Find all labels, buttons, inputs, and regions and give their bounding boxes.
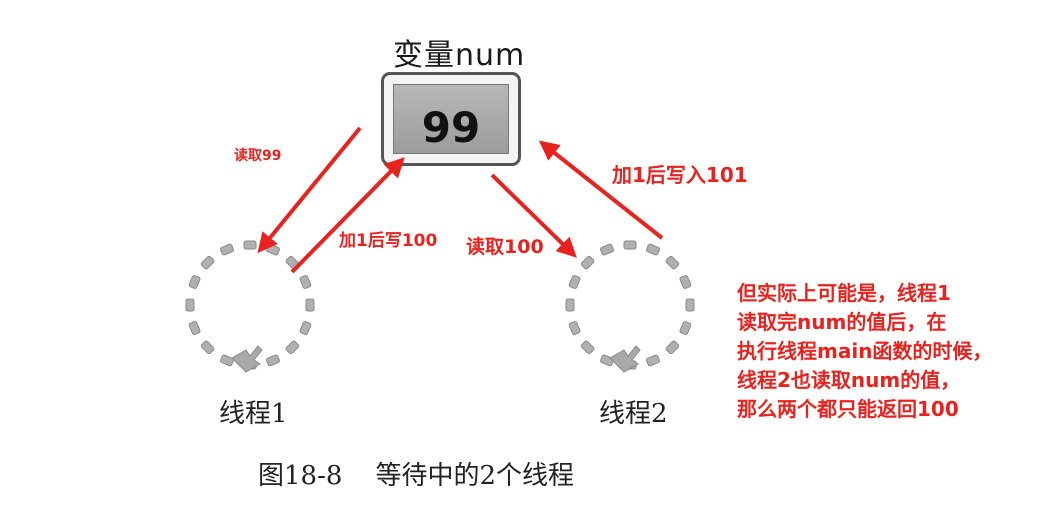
spinner-dot — [679, 275, 692, 289]
spinner-dot — [646, 354, 660, 367]
spinner-dot — [565, 298, 575, 312]
spinner-dot — [665, 255, 680, 270]
thread1-label: 线程1 — [219, 399, 288, 429]
spinner-dot — [243, 240, 257, 250]
arrow-read-100 — [490, 173, 577, 258]
note-line: 线程2也读取num的值， — [737, 368, 961, 392]
note-line: 但实际上可能是，线程1 — [737, 281, 951, 305]
thread2-label: 线程2 — [599, 399, 668, 429]
arrow-write-101 — [538, 140, 664, 240]
variable-box: 99 — [381, 72, 521, 166]
spinner-dot — [299, 275, 312, 289]
annotation-add1-write-100: 加1后写100 — [339, 231, 438, 251]
spinner-dot — [665, 340, 680, 355]
annotation-read-100: 读取100 — [466, 236, 544, 258]
spinner-dot — [623, 240, 637, 250]
spinner-dot — [285, 340, 300, 355]
spinner-dot — [188, 275, 201, 289]
arrow-read-99 — [257, 126, 362, 254]
thread1-spinner-icon — [185, 240, 315, 370]
spinner-dot — [568, 275, 581, 289]
spinner-dot — [220, 243, 234, 256]
spinner-dot — [220, 354, 234, 367]
variable-label: 变量num — [393, 38, 526, 73]
explanation-note: 但实际上可能是，线程1 读取完num的值后，在 执行线程main函数的时候， 线… — [737, 279, 992, 424]
spinner-dot — [679, 321, 692, 335]
spinner-dot — [188, 321, 201, 335]
spinner-dot — [600, 243, 614, 256]
spinner-dot — [646, 243, 660, 256]
spinner-dot — [185, 298, 195, 312]
spinner-dot — [266, 354, 280, 367]
thread2-spinner-icon — [565, 240, 695, 370]
variable-box-inner: 99 — [393, 84, 509, 154]
arrow-write-100 — [290, 157, 405, 274]
note-line: 读取完num的值后，在 — [737, 310, 947, 334]
spinner-dot — [200, 255, 215, 270]
spinner-dot — [305, 298, 315, 312]
thread2-pointer-icon — [609, 345, 641, 373]
note-line: 那么两个都只能返回100 — [737, 397, 959, 421]
note-line: 执行线程main函数的时候， — [737, 339, 993, 363]
spinner-dot — [580, 340, 595, 355]
spinner-dot — [299, 321, 312, 335]
annotation-add1-write-101: 加1后写入101 — [612, 163, 748, 187]
spinner-dot — [580, 255, 595, 270]
figure-caption: 图18-8 等待中的2个线程 — [258, 461, 575, 491]
thread1-pointer-icon — [231, 345, 263, 373]
spinner-dot — [266, 243, 280, 256]
variable-value: 99 — [421, 103, 481, 152]
spinner-dot — [200, 340, 215, 355]
annotation-read-99: 读取99 — [234, 148, 282, 164]
spinner-dot — [685, 298, 695, 312]
spinner-dot — [568, 321, 581, 335]
